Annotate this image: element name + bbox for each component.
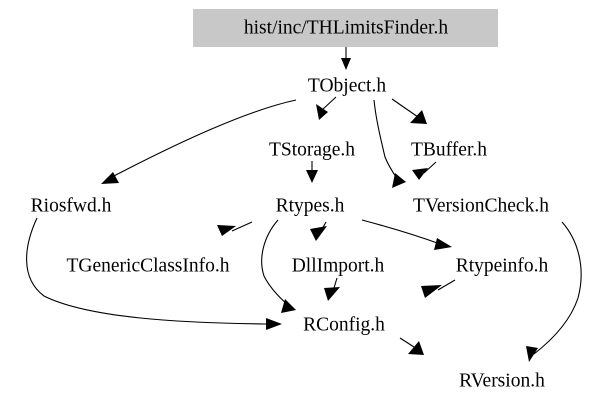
edge-tversioncheck-to-rversion — [526, 221, 582, 362]
edge-riosfwd-to-rconfig — [26, 217, 282, 330]
node-tstorage[interactable]: TStorage.h — [268, 139, 356, 161]
edge-rtypeinfo-to-rconfig — [421, 279, 456, 298]
edge-tobject-to-tbuffer — [391, 98, 427, 124]
edge-rtypes-to-tgenericclass — [217, 221, 253, 236]
node-dllimport[interactable]: DllImport.h — [291, 255, 385, 277]
node-tversioncheck[interactable]: TVersionCheck.h — [413, 195, 549, 217]
edge-tobject-to-tstorage — [316, 96, 337, 120]
edge-tstorage-to-rtypes — [306, 161, 318, 183]
edge-tobject-to-riosfwd — [101, 99, 297, 184]
node-rtypeinfo[interactable]: Rtypeinfo.h — [455, 255, 549, 277]
node-riosfwd[interactable]: Riosfwd.h — [30, 195, 112, 217]
node-rversion[interactable]: RVersion.h — [459, 370, 545, 392]
edge-root-to-tobject — [341, 47, 351, 70]
node-tobject[interactable]: TObject.h — [307, 75, 387, 97]
edge-rconfig-to-rversion — [399, 337, 424, 355]
node-tgenericclassinfo[interactable]: TGenericClassInfo.h — [66, 255, 230, 277]
node-rconfig[interactable]: RConfig.h — [303, 314, 385, 336]
edge-rtypes-to-dllimport — [310, 221, 327, 241]
node-rtypes[interactable]: Rtypes.h — [275, 195, 345, 217]
edge-rtypes-to-rconfig — [261, 219, 296, 313]
node-box-root — [193, 9, 498, 47]
edge-dllimport-to-rconfig — [324, 277, 340, 301]
edge-tobject-to-tversioncheck — [373, 99, 406, 188]
edge-tbuffer-to-tversioncheck — [412, 161, 437, 180]
edge-rtypes-to-rtypeinfo — [361, 219, 452, 250]
node-root[interactable]: hist/inc/THLimitsFinder.h — [243, 17, 449, 39]
node-tbuffer[interactable]: TBuffer.h — [410, 139, 488, 161]
